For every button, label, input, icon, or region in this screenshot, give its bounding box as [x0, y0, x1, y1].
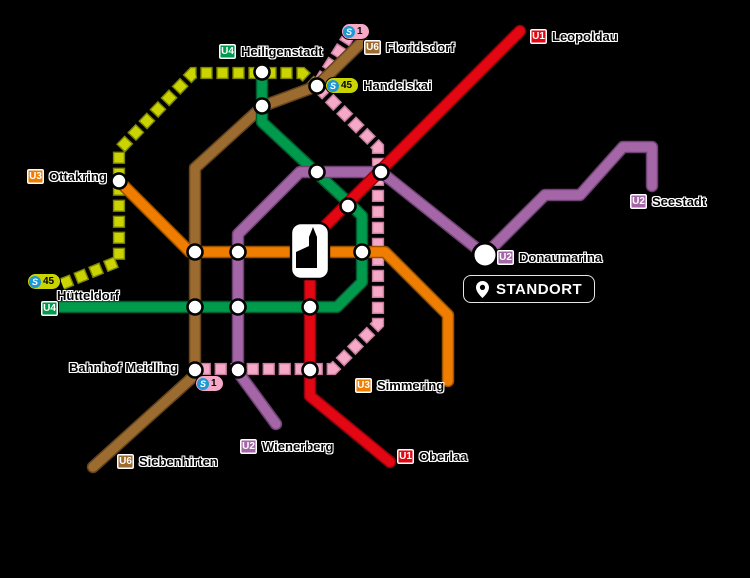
station-name: Handelskai — [363, 78, 432, 93]
u2-badge: U2 — [629, 193, 648, 210]
location-pin-icon — [476, 280, 489, 298]
label-s1-meidling: S 1 — [195, 375, 224, 392]
s-bahn-logo-icon: S — [327, 79, 339, 92]
s45-line — [59, 66, 322, 290]
u3-badge: U3 — [354, 377, 373, 394]
s-bahn-logo-icon: S — [197, 377, 209, 390]
label-bahnhof-meidling: Bahnhof Meidling — [69, 360, 178, 375]
station-marker — [353, 243, 371, 261]
u4-line — [51, 63, 369, 314]
s1-badge: S 1 — [341, 23, 370, 40]
station-name: Wienerberg — [262, 439, 334, 454]
label-wienerberg: U2 Wienerberg — [239, 438, 333, 455]
station-marker — [229, 243, 247, 261]
station-marker — [372, 163, 390, 181]
u2-badge: U2 — [496, 249, 515, 266]
station-marker — [253, 97, 271, 115]
label-simmering: U3 Simmering — [354, 377, 444, 394]
label-s1-north: S 1 — [341, 23, 370, 40]
cathedral-icon — [289, 221, 331, 281]
station-name: Floridsdorf — [386, 40, 455, 55]
station-name: Oberlaa — [419, 449, 468, 464]
u6-badge: U6 — [116, 453, 135, 470]
standort-text: STANDORT — [496, 280, 583, 298]
s45-number: 45 — [341, 80, 353, 91]
station-marker — [301, 361, 319, 379]
u4-badge: U4 — [218, 43, 237, 60]
u6-badge: U6 — [363, 39, 382, 56]
s45-badge: S 45 — [325, 77, 360, 94]
label-seestadt: U2 Seestadt — [629, 193, 706, 210]
station-marker — [339, 197, 357, 215]
station-marker — [308, 77, 326, 95]
u2-badge: U2 — [239, 438, 258, 455]
u6-line — [86, 35, 369, 474]
station-marker — [253, 63, 271, 81]
label-handelskai: S 45 Handelskai — [325, 77, 432, 94]
station-name: Ottakring — [49, 169, 107, 184]
label-ottakring: U3 Ottakring — [26, 168, 107, 185]
station-marker-donaumarina-highlight — [471, 241, 499, 269]
station-name: Seestadt — [652, 194, 707, 209]
u3-badge: U3 — [26, 168, 45, 185]
station-marker — [308, 163, 326, 181]
station-name: Leopoldau — [552, 29, 618, 44]
u1-badge: U1 — [396, 448, 415, 465]
station-markers — [110, 63, 499, 379]
s1-number: 1 — [211, 378, 217, 389]
label-huetteldorf-s45: S 45 — [27, 273, 62, 290]
label-huetteldorf-u4: U4 — [40, 300, 59, 317]
s45-number: 45 — [43, 276, 55, 287]
station-name: Heiligenstadt — [241, 44, 323, 59]
s1-badge: S 1 — [195, 375, 224, 392]
station-name: Simmering — [377, 378, 445, 393]
label-leopoldau: U1 Leopoldau — [529, 28, 618, 45]
s45-badge: S 45 — [27, 273, 62, 290]
station-marker — [186, 298, 204, 316]
u3-line — [112, 174, 455, 388]
station-marker — [229, 298, 247, 316]
station-marker — [301, 298, 319, 316]
u1-line — [303, 24, 527, 469]
station-name: Bahnhof Meidling — [69, 360, 179, 375]
s-bahn-logo-icon: S — [343, 25, 355, 38]
station-marker — [110, 172, 128, 190]
label-donaumarina: U2 Donaumarina — [496, 249, 602, 266]
label-heiligenstadt: U4 Heiligenstadt — [218, 43, 323, 60]
station-name: Hütteldorf — [57, 288, 120, 303]
station-marker — [186, 243, 204, 261]
u4-badge: U4 — [40, 300, 59, 317]
station-marker — [229, 361, 247, 379]
label-oberlaa: U1 Oberlaa — [396, 448, 467, 465]
station-marker — [186, 361, 204, 379]
standort-location-box: STANDORT — [463, 275, 596, 303]
station-name: Donaumarina — [519, 250, 603, 265]
station-name: Siebenhirten — [139, 454, 218, 469]
label-siebenhirten: U6 Siebenhirten — [116, 453, 218, 470]
u1-badge: U1 — [529, 28, 548, 45]
label-huetteldorf: Hütteldorf — [57, 288, 119, 303]
label-floridsdorf: U6 Floridsdorf — [363, 39, 455, 56]
s-bahn-logo-icon: S — [29, 275, 41, 288]
s1-number: 1 — [357, 26, 363, 37]
